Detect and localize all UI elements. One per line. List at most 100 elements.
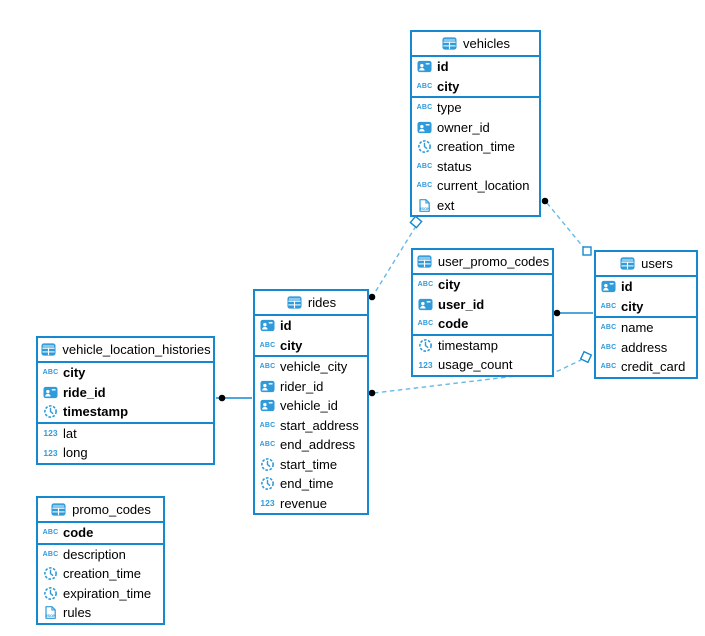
svg-text:JSON: JSON [419,206,430,211]
column-name: vehicle_id [280,398,338,414]
column-name: creation_time [63,566,142,582]
column-name: address [621,339,668,355]
text-icon: ABC [416,182,433,190]
relation-dot-marker [541,197,549,205]
column-creation_time[interactable]: creation_time [412,137,539,157]
column-name: type [437,100,462,116]
column-name: user_id [438,296,485,312]
column-id[interactable]: id [596,277,696,297]
column-name: city [63,365,86,381]
json-icon: JSON [42,605,59,620]
table-header[interactable]: vehicle_location_histories [38,338,213,363]
relation-vehicle_location_histories-rides[interactable] [216,394,252,402]
table-header[interactable]: rides [255,291,367,316]
text-icon: ABC [42,369,59,377]
table-header[interactable]: users [596,252,696,277]
column-rider_id[interactable]: rider_id [255,377,367,397]
relation-vehicles-users[interactable] [541,197,592,256]
column-name: revenue [280,495,327,511]
text-icon: ABC [42,550,59,558]
column-name: ride_id [63,384,106,400]
table-header[interactable]: user_promo_codes [413,250,552,275]
column-id[interactable]: id [255,316,367,336]
column-start_time[interactable]: start_time [255,455,367,475]
time-icon [416,139,433,154]
text-icon: ABC [416,104,433,112]
column-name: timestamp [63,404,129,420]
column-revenue[interactable]: 123 revenue [255,494,367,514]
uuid-icon [416,120,433,135]
column-timestamp[interactable]: timestamp [413,336,552,356]
time-icon [42,566,59,581]
number-icon: 123 [260,498,275,509]
column-expiration_time[interactable]: expiration_time [38,584,163,604]
text-icon: ABC [417,281,434,289]
column-name: id [621,279,633,295]
column-owner_id[interactable]: owner_id [412,118,539,138]
column-name: code [63,525,94,541]
table-header[interactable]: vehicles [412,32,539,57]
relation-user_promo_codes-users[interactable] [553,309,593,317]
column-timestamp[interactable]: timestamp [38,402,213,422]
uuid-icon [416,59,433,74]
uuid-icon [600,279,617,294]
column-id[interactable]: id [412,57,539,77]
relation-dot-marker [368,293,376,301]
table-title: vehicles [463,36,510,51]
uuid-icon [259,318,276,333]
column-address[interactable]: ABC address [596,338,696,358]
text-icon: ABC [600,343,617,351]
column-name: status [437,158,472,174]
table-icon [50,502,67,517]
column-type[interactable]: ABC type [412,98,539,118]
table-icon [416,254,433,269]
column-user_id[interactable]: user_id [413,295,552,315]
column-creation_time[interactable]: creation_time [38,564,163,584]
relation-square-marker [409,215,423,229]
column-name: id [280,318,292,334]
column-ride_id[interactable]: ride_id [38,383,213,403]
table-header[interactable]: promo_codes [38,498,163,523]
relation-square-marker [582,246,592,256]
column-city[interactable]: ABC city [38,363,213,383]
column-name: start_time [280,456,338,472]
relation-dot-marker [553,309,561,317]
column-end_time[interactable]: end_time [255,474,367,494]
relation-square-marker [579,350,593,364]
column-name: rider_id [280,378,324,394]
column-name: usage_count [438,357,513,373]
column-vehicle_id[interactable]: vehicle_id [255,396,367,416]
text-icon: ABC [259,441,276,449]
text-icon: ABC [600,363,617,371]
svg-text:JSON: JSON [45,613,56,618]
